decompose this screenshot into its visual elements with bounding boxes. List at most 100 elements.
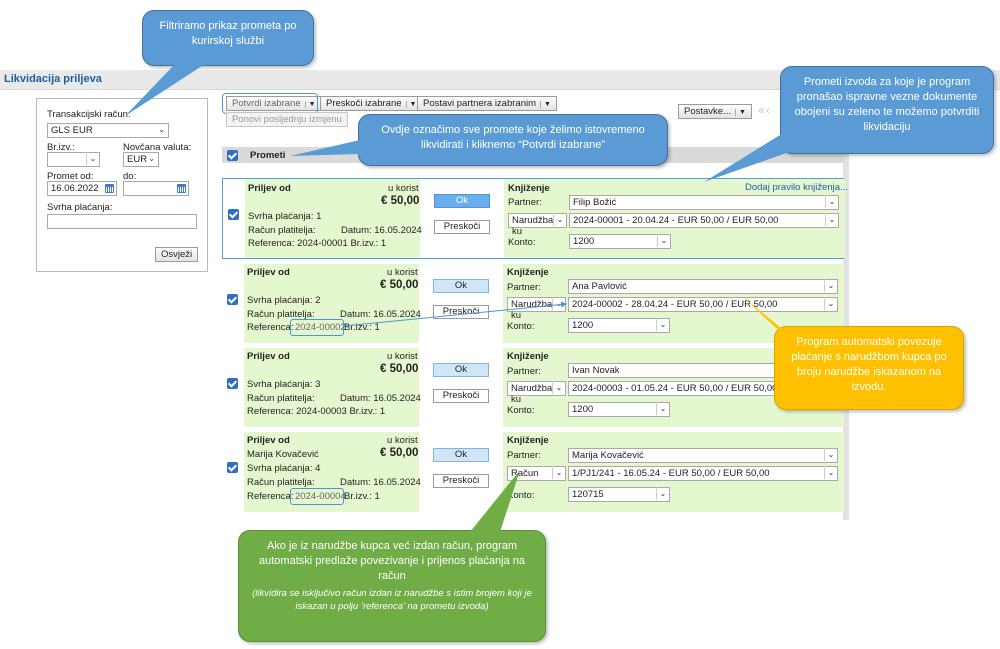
confirm-selected-label: Potvrdi izabrane	[232, 98, 301, 109]
konto-select[interactable]: 1200 ⌄	[569, 234, 671, 249]
account-label: Konto:	[507, 490, 535, 501]
currency-select[interactable]: EUR ⌄	[123, 152, 159, 167]
date-from-input[interactable]: 16.06.2022	[47, 181, 117, 196]
inflow-from-label: Priljev od	[248, 183, 291, 194]
in-favor-label: u korist	[387, 267, 418, 278]
row-purpose: Svrha plaćanja: 2	[247, 295, 321, 306]
konto-value: 1200	[573, 236, 595, 247]
date-to-label: do:	[123, 171, 137, 182]
booking-label: Knjiženje	[507, 351, 549, 362]
ok-button[interactable]: Ok	[433, 363, 489, 377]
chevron-down-icon: ⌄	[553, 213, 566, 226]
doc-type-select[interactable]: Narudžba ku ⌄	[508, 213, 567, 237]
row-date: Datum: 16.05.2024	[340, 477, 421, 488]
row-purpose: Svrha plaćanja: 3	[247, 379, 321, 390]
konto-select[interactable]: 1200 ⌄	[568, 318, 670, 333]
date-from-label: Promet od:	[47, 171, 94, 182]
konto-value: 1200	[572, 320, 594, 331]
account-select[interactable]: GLS EUR ⌄	[47, 123, 169, 138]
payment-zone	[244, 348, 419, 427]
callout-filter: Filtriramo prikaz prometa po kurirskoj s…	[142, 10, 314, 66]
row-reference-suffix: Br.izv.: 1	[344, 322, 380, 333]
chevron-down-icon: ⌄	[657, 234, 670, 247]
payer-account-label: Račun platitelja:	[247, 477, 315, 488]
row-reference: Referenca: 2024-00003 Br.izv.: 1	[247, 406, 386, 417]
callout-invoice-main: Ako je iz narudžbe kupca već izdan račun…	[259, 540, 525, 582]
ok-button[interactable]: Ok	[433, 279, 489, 293]
document-select[interactable]: 1/PJ1/241 - 16.05.24 - EUR 50,00 / EUR 5…	[568, 466, 838, 481]
inflow-from-label: Priljev od	[247, 435, 290, 446]
doc-type-select[interactable]: Narudžba ku ⌄	[507, 297, 566, 321]
callout-invoice-note: (likvidira se isključivo račun izdan iz …	[252, 588, 532, 612]
doc-type-select[interactable]: Račun ⌄	[507, 466, 566, 481]
row-date: Datum: 16.05.2024	[340, 309, 421, 320]
table-row[interactable]: Priljev od u korist € 50,00 Svrha plaćan…	[222, 348, 844, 427]
doc-type-select[interactable]: Narudžba ku ⌄	[507, 381, 566, 405]
refresh-button[interactable]: Osvježi	[155, 247, 199, 262]
payer-account-label: Račun platitelja:	[247, 393, 315, 404]
ok-button[interactable]: Ok	[433, 448, 489, 462]
document-select[interactable]: 2024-00001 - 20.04.24 - EUR 50,00 / EUR …	[569, 213, 839, 228]
add-rule-link[interactable]: Dodaj pravilo knjiženja...	[745, 182, 848, 193]
in-favor-label: u korist	[388, 183, 419, 194]
callout-link-order-pointer	[742, 296, 788, 334]
repeat-last-change-button[interactable]: Ponovi posljednju izmjenu	[226, 112, 348, 127]
in-favor-label: u korist	[387, 351, 418, 362]
settings-label: Postavke...	[684, 106, 731, 117]
document-select[interactable]: 2024-00002 - 28.04.24 - EUR 50,00 / EUR …	[568, 297, 838, 312]
partner-label: Partner:	[507, 366, 541, 377]
chevron-down-icon: ⌄	[656, 318, 669, 331]
row-amount: € 50,00	[380, 279, 419, 291]
konto-select[interactable]: 120715 ⌄	[568, 487, 670, 502]
row-reference-suffix: Br.izv.: 1	[344, 491, 380, 502]
partner-select[interactable]: Ana Pavlović ⌄	[568, 279, 838, 294]
callout-invoice: Ako je iz narudžbe kupca već izdan račun…	[238, 530, 546, 642]
payer-account-label: Račun platitelja:	[248, 225, 316, 236]
skip-button[interactable]: Preskoči	[433, 474, 489, 488]
chevron-down-icon: ⌄	[552, 297, 565, 310]
callout-invoice-pointer	[470, 470, 520, 532]
row-checkbox[interactable]	[227, 378, 238, 389]
chevron-down-icon: ⌄	[824, 297, 837, 310]
date-from-value: 16.06.2022	[51, 183, 99, 194]
table-row[interactable]: Priljev od u korist € 50,00 Svrha plaćan…	[222, 178, 848, 259]
partner-label: Partner:	[507, 450, 541, 461]
currency-value: EUR	[127, 154, 148, 165]
chevron-down-icon: ⌄	[824, 279, 837, 292]
chevron-down-icon: ⌄	[148, 154, 155, 163]
skip-button[interactable]: Preskoči	[434, 220, 490, 234]
confirm-selected-button[interactable]: Potvrdi izabrane▼	[226, 96, 322, 111]
row-checkbox[interactable]	[227, 294, 238, 305]
konto-select[interactable]: 1200 ⌄	[568, 402, 670, 417]
skip-button[interactable]: Preskoči	[433, 389, 489, 403]
statement-no-select[interactable]: ⌄	[47, 152, 100, 167]
date-to-input[interactable]	[123, 181, 189, 196]
calendar-icon[interactable]	[177, 184, 186, 193]
skip-selected-button[interactable]: Preskoči izabrane▼	[320, 96, 423, 111]
row-date: Datum: 16.05.2024	[341, 225, 422, 236]
row-payer-name: Marija Kovačević	[247, 449, 319, 460]
doc-type-value: Narudžba ku	[511, 383, 553, 405]
partner-value: Filip Božić	[573, 197, 617, 208]
select-all-checkbox[interactable]	[227, 150, 238, 161]
partner-select[interactable]: Filip Božić ⌄	[569, 195, 839, 210]
purpose-input[interactable]	[47, 214, 197, 229]
reference-highlight	[290, 488, 344, 505]
doc-type-value: Račun	[511, 468, 539, 479]
set-partner-button[interactable]: Postavi partnera izabranim▼	[417, 96, 557, 111]
skip-button[interactable]: Preskoči	[433, 305, 489, 319]
row-reference-value: 2024-00004	[295, 491, 346, 502]
calendar-icon[interactable]	[105, 184, 114, 193]
row-checkbox[interactable]	[227, 462, 238, 473]
ok-button[interactable]: Ok	[434, 194, 490, 208]
nav-first-icon[interactable]: « ‹	[758, 103, 770, 117]
account-label: Transakcijski račun:	[47, 109, 131, 120]
konto-value: 1200	[572, 404, 594, 415]
row-checkbox[interactable]	[228, 209, 239, 220]
account-label: Konto:	[507, 321, 535, 332]
settings-button[interactable]: Postavke...▼	[678, 104, 752, 119]
table-row[interactable]: Priljev od u korist Marija Kovačević € 5…	[222, 432, 844, 512]
partner-select[interactable]: Marija Kovačević ⌄	[568, 448, 838, 463]
statement-no-label: Br.izv.:	[47, 142, 75, 153]
document-value: 2024-00001 - 20.04.24 - EUR 50,00 / EUR …	[573, 215, 779, 226]
